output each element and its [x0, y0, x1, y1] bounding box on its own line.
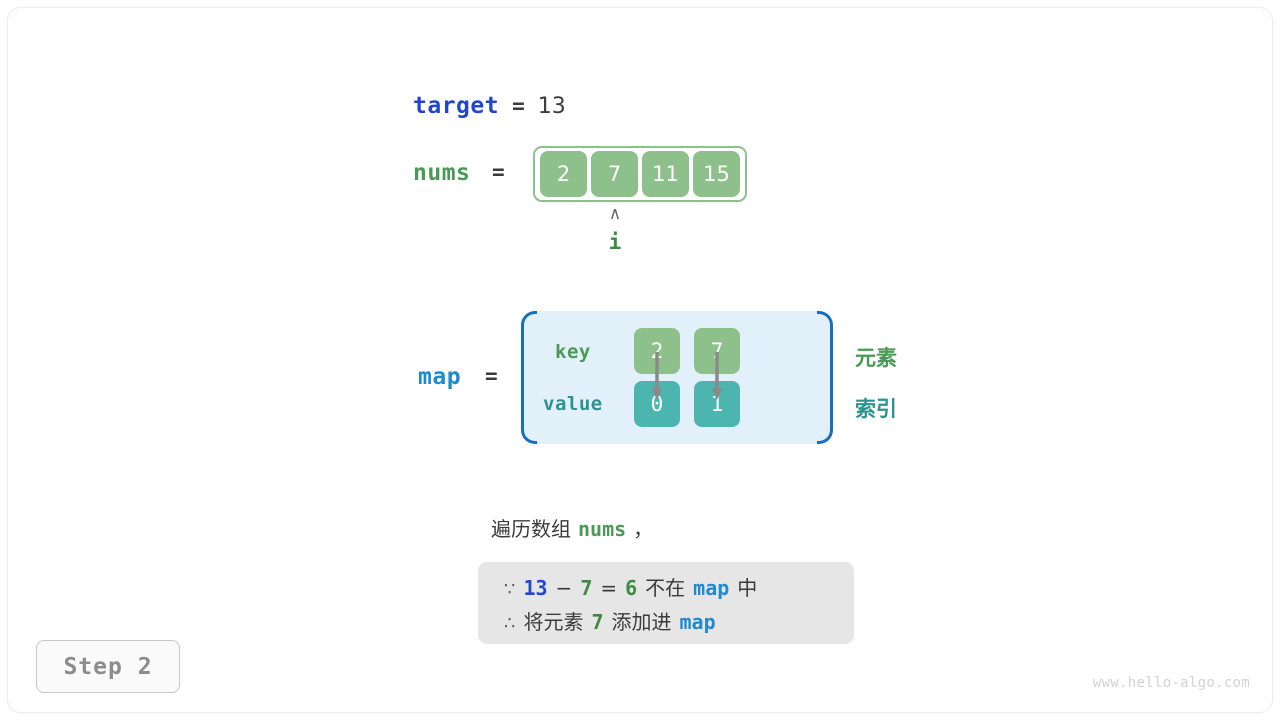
description-line: 遍历数组 nums， [491, 513, 653, 542]
map-element-side-label: 元素 [855, 346, 897, 370]
array-cell: 7 [591, 151, 638, 197]
map-value-cell: 1 [694, 381, 740, 427]
callout-minus-sign: − [555, 576, 573, 600]
nums-equals-sign: = [492, 160, 505, 184]
callout-complement-value: 6 [625, 576, 638, 600]
map-variable-name: map [418, 364, 462, 390]
callout-map-code: map [693, 576, 730, 600]
array-cell: 15 [693, 151, 740, 197]
callout-line-because: ∵ 13−7 = 6 不在 map 中 [500, 572, 832, 606]
map-index-side-label: 索引 [855, 397, 897, 421]
callout-not-in-text: 不在 [645, 576, 686, 600]
callout-in-text: 中 [737, 576, 758, 600]
target-row: target = 13 [413, 93, 566, 119]
key-to-value-arrow-icon [651, 352, 663, 400]
description-suffix: ， [633, 517, 654, 541]
site-watermark: www.hello-algo.com [1092, 675, 1250, 691]
callout-equals-sign: = [600, 576, 618, 600]
target-value: 13 [537, 94, 566, 119]
index-pointer-caret-icon: ∧ [608, 204, 622, 224]
nums-variable-name: nums [413, 160, 471, 186]
key-to-value-arrow-icon [711, 352, 723, 400]
map-right-bracket [817, 311, 833, 444]
callout-target-value: 13 [523, 576, 548, 600]
callout-current-value: 7 [580, 576, 593, 600]
callout-added-value: 7 [591, 610, 604, 634]
index-pointer-label: i [608, 230, 622, 254]
array-cell: 2 [540, 151, 587, 197]
because-symbol-icon: ∵ [504, 579, 516, 600]
description-prefix: 遍历数组 [491, 517, 571, 541]
description-code: nums [578, 517, 627, 541]
map-key-label: key [555, 341, 591, 363]
callout-map-code: map [679, 610, 716, 634]
reasoning-callout: ∵ 13−7 = 6 不在 map 中 ∴ 将元素 7 添加进 map [478, 562, 854, 644]
callout-add-into-text: 添加进 [611, 610, 672, 634]
array-cell: 11 [642, 151, 689, 197]
target-equals-sign: = [512, 94, 525, 118]
callout-add-element-text: 将元素 [523, 610, 584, 634]
map-left-bracket [521, 311, 537, 444]
callout-line-therefore: ∴ 将元素 7 添加进 map [500, 606, 832, 640]
map-value-label: value [543, 393, 603, 415]
map-equals-sign: = [485, 364, 498, 388]
target-variable-name: target [413, 93, 500, 119]
step-badge: Step 2 [36, 640, 180, 693]
therefore-symbol-icon: ∴ [504, 613, 516, 634]
nums-array: 2 7 11 15 [533, 146, 747, 202]
